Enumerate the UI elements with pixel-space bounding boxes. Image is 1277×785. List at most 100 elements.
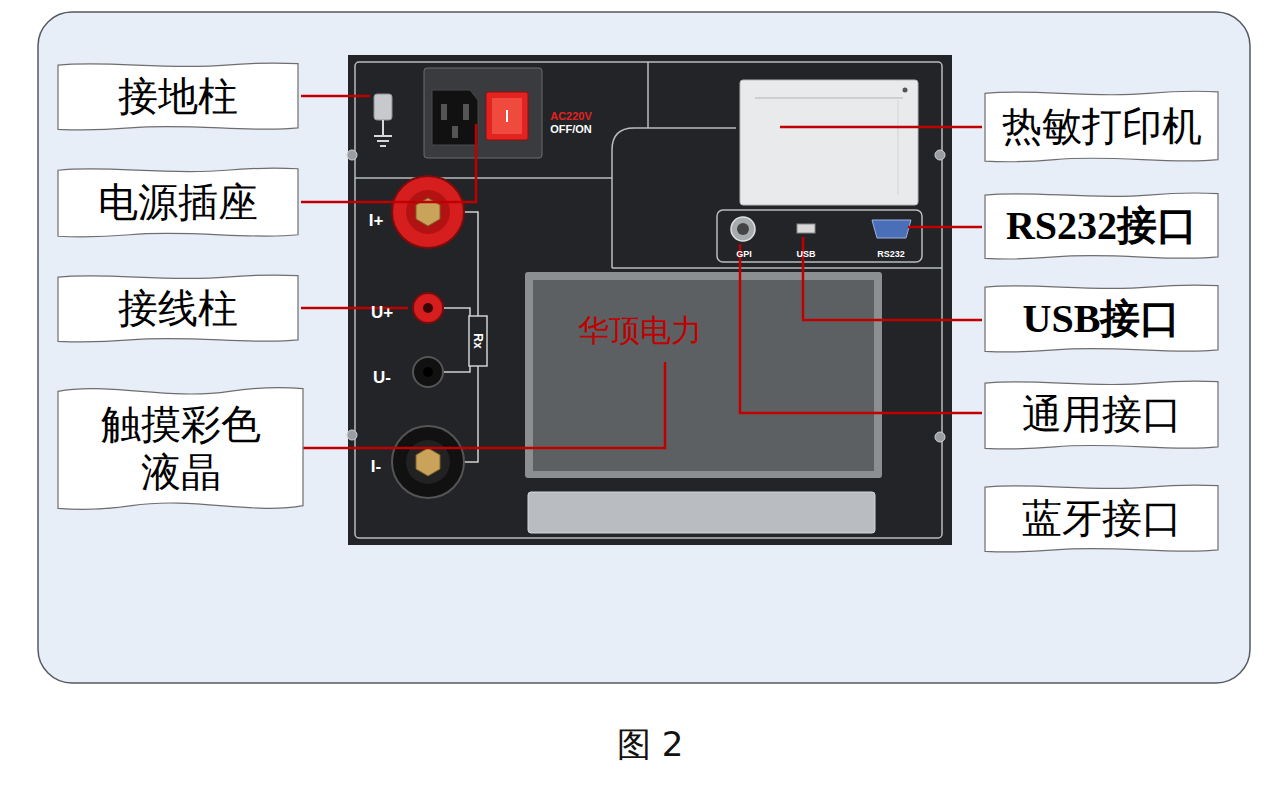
terminal-inner bbox=[406, 190, 450, 234]
brass-nut bbox=[416, 448, 440, 476]
panel-lines bbox=[355, 62, 942, 268]
current-terminal-black bbox=[392, 426, 464, 498]
callout-outline-path bbox=[58, 275, 298, 342]
voltage-mark: AC220V bbox=[550, 111, 592, 122]
lcd-screen bbox=[533, 280, 874, 471]
resistor-name: Rx bbox=[472, 333, 484, 348]
panel-line bbox=[612, 267, 942, 269]
terminal-name: I+ bbox=[369, 212, 384, 229]
outer-frame bbox=[38, 12, 1250, 683]
terminal-name: U+ bbox=[371, 304, 393, 321]
leader-line bbox=[908, 226, 982, 229]
callout-box: 电源插座 bbox=[58, 165, 298, 240]
silver-strip bbox=[528, 492, 875, 533]
ground-symbol bbox=[382, 120, 384, 136]
touch-lcd bbox=[525, 272, 882, 533]
inlet-pin bbox=[441, 104, 447, 120]
callout-box: 蓝牙接口 bbox=[985, 482, 1218, 555]
printer-led bbox=[903, 88, 908, 93]
inlet-pin bbox=[452, 126, 458, 138]
panel-line bbox=[647, 62, 649, 128]
ground-symbol bbox=[380, 145, 386, 147]
socket-housing bbox=[424, 68, 542, 158]
callout-box: 接线柱 bbox=[58, 272, 298, 345]
power-socket bbox=[424, 68, 542, 158]
terminal-hole bbox=[423, 303, 433, 313]
port-name: RS232 bbox=[877, 250, 905, 259]
callout-outline-path bbox=[985, 193, 1218, 259]
callout-label: 接线柱 bbox=[118, 285, 238, 333]
screw bbox=[935, 150, 945, 160]
port-name: USB bbox=[796, 250, 815, 259]
callout-outline-path bbox=[58, 387, 303, 509]
leader-line bbox=[301, 124, 476, 202]
power-switch-face bbox=[492, 98, 522, 134]
ground-symbol bbox=[377, 140, 389, 142]
rs232-port bbox=[872, 220, 911, 238]
gpi-pins bbox=[737, 223, 749, 235]
switch-mark-text: OFF/ON bbox=[550, 124, 592, 135]
resistor-symbol bbox=[469, 316, 487, 366]
watermark: 华顶电力 bbox=[578, 315, 702, 346]
thermal-printer bbox=[740, 80, 918, 205]
callout-outline-path bbox=[985, 485, 1218, 552]
figure-caption: 图 2 bbox=[617, 722, 683, 768]
callout-label: USB接口 bbox=[1023, 295, 1181, 343]
callout-label: 接地柱 bbox=[118, 73, 238, 121]
front-panel bbox=[348, 55, 952, 545]
leader-line bbox=[803, 237, 982, 320]
terminal-name: U- bbox=[373, 369, 391, 386]
screw bbox=[347, 430, 357, 440]
gpi-connector bbox=[731, 217, 755, 241]
terminals bbox=[392, 176, 487, 498]
callout-box: 通用接口 bbox=[985, 378, 1218, 452]
strip-border bbox=[717, 210, 922, 262]
leader-line bbox=[301, 95, 370, 98]
callout-box: 热敏打印机 bbox=[985, 88, 1218, 165]
terminal-inner bbox=[406, 440, 450, 484]
screw bbox=[347, 150, 357, 160]
power-switch bbox=[486, 92, 528, 140]
voltage-terminal-red bbox=[413, 293, 443, 323]
leader-line bbox=[740, 244, 982, 413]
callout-outline-path bbox=[985, 381, 1218, 449]
terminal-hole bbox=[423, 367, 433, 377]
printer-edge bbox=[898, 100, 899, 195]
current-terminal-red bbox=[392, 176, 464, 248]
callout-box: 接地柱 bbox=[58, 60, 298, 133]
usb-port bbox=[797, 224, 815, 233]
iec-inlet bbox=[432, 90, 478, 145]
callout-outline-path bbox=[985, 91, 1218, 162]
leader-line bbox=[303, 362, 665, 448]
wire bbox=[440, 308, 470, 318]
terminal-name: I- bbox=[371, 458, 381, 475]
callout-outline-path bbox=[58, 168, 298, 237]
screw bbox=[935, 432, 945, 442]
callout-label: 热敏打印机 bbox=[1002, 103, 1202, 151]
ground-post bbox=[374, 94, 392, 146]
panel-line bbox=[355, 177, 612, 179]
voltage-terminal-black bbox=[413, 357, 443, 387]
port-name: GPI bbox=[736, 250, 752, 259]
callout-label: 电源插座 bbox=[98, 179, 258, 227]
callout-label: 触摸彩色 液晶 bbox=[86, 401, 276, 497]
inlet-pin bbox=[463, 104, 469, 120]
wire bbox=[440, 362, 470, 372]
switch-mark bbox=[506, 110, 508, 122]
callout-label: RS232接口 bbox=[1006, 202, 1197, 250]
connector-strip bbox=[717, 210, 922, 262]
callout-label: 蓝牙接口 bbox=[1022, 495, 1182, 543]
callout-box: USB接口 bbox=[985, 282, 1218, 355]
printer-slot bbox=[755, 97, 903, 99]
printer-body bbox=[740, 80, 918, 205]
leader-lines bbox=[301, 96, 982, 448]
callout-label: 通用接口 bbox=[1022, 391, 1182, 439]
callout-box: 触摸彩色 液晶 bbox=[58, 382, 303, 515]
ground-post-body bbox=[374, 94, 392, 120]
ground-symbol bbox=[374, 135, 392, 137]
leader-line bbox=[780, 126, 982, 129]
callout-outline-path bbox=[58, 63, 298, 130]
callout-box: RS232接口 bbox=[985, 190, 1218, 262]
callout-outline-path bbox=[985, 285, 1218, 352]
